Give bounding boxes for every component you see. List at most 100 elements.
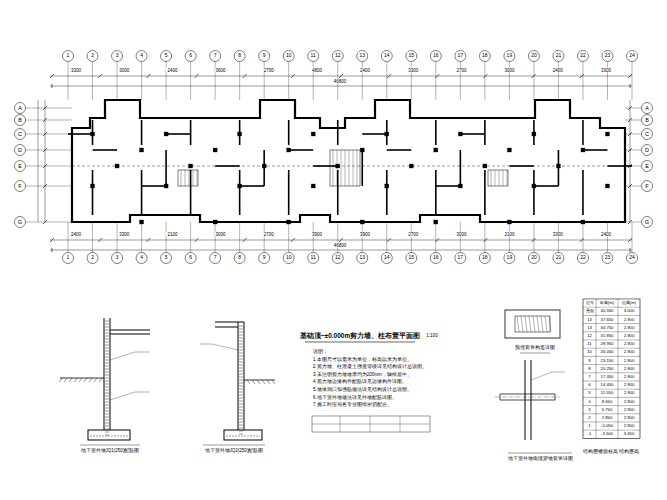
axis-letter: G: [644, 219, 650, 225]
axis-letter-holder: G: [644, 219, 650, 225]
axis-number-holder: 15: [408, 53, 416, 59]
table-cell-holder: -1: [587, 432, 593, 437]
table-cell: 14: [586, 316, 593, 321]
hatch: [529, 316, 531, 332]
table-cell: -1: [587, 431, 593, 436]
table-cell-holder: 26.050: [600, 350, 615, 355]
dimension-text-holder: 3300: [600, 69, 612, 74]
axis-number: 2: [90, 52, 95, 58]
hatch: [521, 316, 523, 332]
axis-number-holder: 10: [285, 255, 293, 261]
dimension-text-holder: 46800: [333, 80, 348, 85]
axis-line: [25, 134, 72, 135]
shear-wall: [484, 120, 486, 145]
axis-line: [411, 222, 412, 253]
dimension-text-holder: 2100: [166, 233, 178, 238]
table-cell: 层高(m): [621, 300, 637, 305]
dimension-line: [38, 100, 39, 222]
table-cell-holder: 1: [587, 424, 591, 429]
shear-wall: [142, 185, 167, 187]
dimension-tick: [630, 248, 631, 252]
table-cell-holder: 8.650: [601, 399, 613, 404]
dimension-tick: [339, 74, 343, 78]
axis-bubble: [357, 51, 368, 62]
axis-bubble: [504, 253, 515, 264]
axis-number: 16: [432, 254, 440, 260]
rebar: [108, 320, 109, 436]
dimension-text-holder: 2400: [600, 233, 612, 238]
table-cell: 8.650: [601, 398, 613, 403]
stair-tread: [503, 170, 504, 186]
note-text-holder: 6.地下室外墙做法详见外墙配筋详图。: [312, 395, 398, 400]
outer-wall: [72, 100, 625, 222]
axis-number: 14: [383, 254, 391, 260]
dimension-text-holder: 2400: [552, 69, 564, 74]
axis-line: [264, 222, 265, 253]
axis-bubble: [642, 161, 653, 172]
axis-number-holder: 18: [481, 53, 489, 59]
axis-number-holder: 16: [432, 255, 440, 261]
axis-number: 10: [285, 254, 293, 260]
wall-line: [72, 166, 625, 167]
column: [140, 220, 144, 224]
table-cell: 6: [587, 382, 591, 387]
title-underline: [520, 353, 550, 354]
section-title: 地下室外墙JQ2(250)配筋图: [204, 448, 265, 453]
axis-bubble: [136, 253, 147, 264]
axis-line: [25, 120, 72, 121]
ground-hatch: [267, 380, 270, 384]
axis-number-holder: 24: [628, 53, 636, 59]
stair-tread: [345, 150, 346, 186]
axis-number-holder: 10: [285, 53, 293, 59]
shear-wall: [460, 150, 462, 186]
column: [385, 132, 389, 136]
table-cell: 12: [586, 333, 593, 338]
column: [409, 164, 413, 168]
dimension-text: 2700: [263, 68, 275, 73]
shear-wall: [361, 150, 363, 186]
title-underline: [508, 453, 572, 454]
axis-number: 12: [334, 254, 342, 260]
table-cell-holder: 10: [586, 350, 593, 355]
dimension-text: 2400: [166, 68, 178, 73]
slab-section: [215, 327, 238, 328]
rebar: [242, 325, 243, 436]
dimension-tick: [50, 238, 54, 242]
ground-hatch: [99, 378, 102, 382]
table-cell: 37.650: [600, 316, 615, 321]
shear-wall: [435, 120, 437, 145]
dimension-text: 3300: [118, 232, 130, 237]
shear-wall: [533, 170, 535, 215]
note-text: 5.墙体洞口加强筋做法详见结构设计总说明。: [312, 387, 413, 392]
shear-wall: [141, 120, 143, 145]
column: [164, 132, 168, 136]
axis-number-holder: 14: [383, 255, 391, 261]
dimension-tick: [484, 74, 488, 78]
axis-number: 8: [237, 254, 242, 260]
axis-bubble: [15, 161, 26, 172]
dimension-text: 3300: [600, 68, 612, 73]
axis-number-holder: 6: [188, 255, 193, 261]
axis-number-holder: 12: [334, 255, 342, 261]
dimension-tick: [580, 238, 584, 242]
shear-wall: [337, 170, 339, 215]
axis-number-holder: 22: [579, 255, 587, 261]
dimension-tick: [146, 74, 150, 78]
stair-tread: [181, 170, 182, 186]
axis-number-holder: 24: [628, 255, 636, 261]
axis-number-holder: 6: [188, 53, 193, 59]
table-cell-holder: 层高(m): [621, 301, 637, 306]
axis-letter-holder: C: [644, 131, 650, 137]
axis-number-holder: 21: [555, 53, 563, 59]
note-text-holder: 2.剪力墙、柱混凝土强度等级详见结构设计总说明。: [312, 365, 428, 370]
rebar: [240, 325, 241, 436]
axis-number: 21: [555, 52, 563, 58]
dimension-text: 3000: [215, 232, 227, 237]
dimension-tick: [387, 74, 391, 78]
ground-hatch: [84, 378, 87, 382]
axis-bubble: [602, 253, 613, 264]
dimension-text: 4800: [311, 68, 323, 73]
axis-bubble: [553, 253, 564, 264]
axis-bubble: [15, 103, 26, 114]
